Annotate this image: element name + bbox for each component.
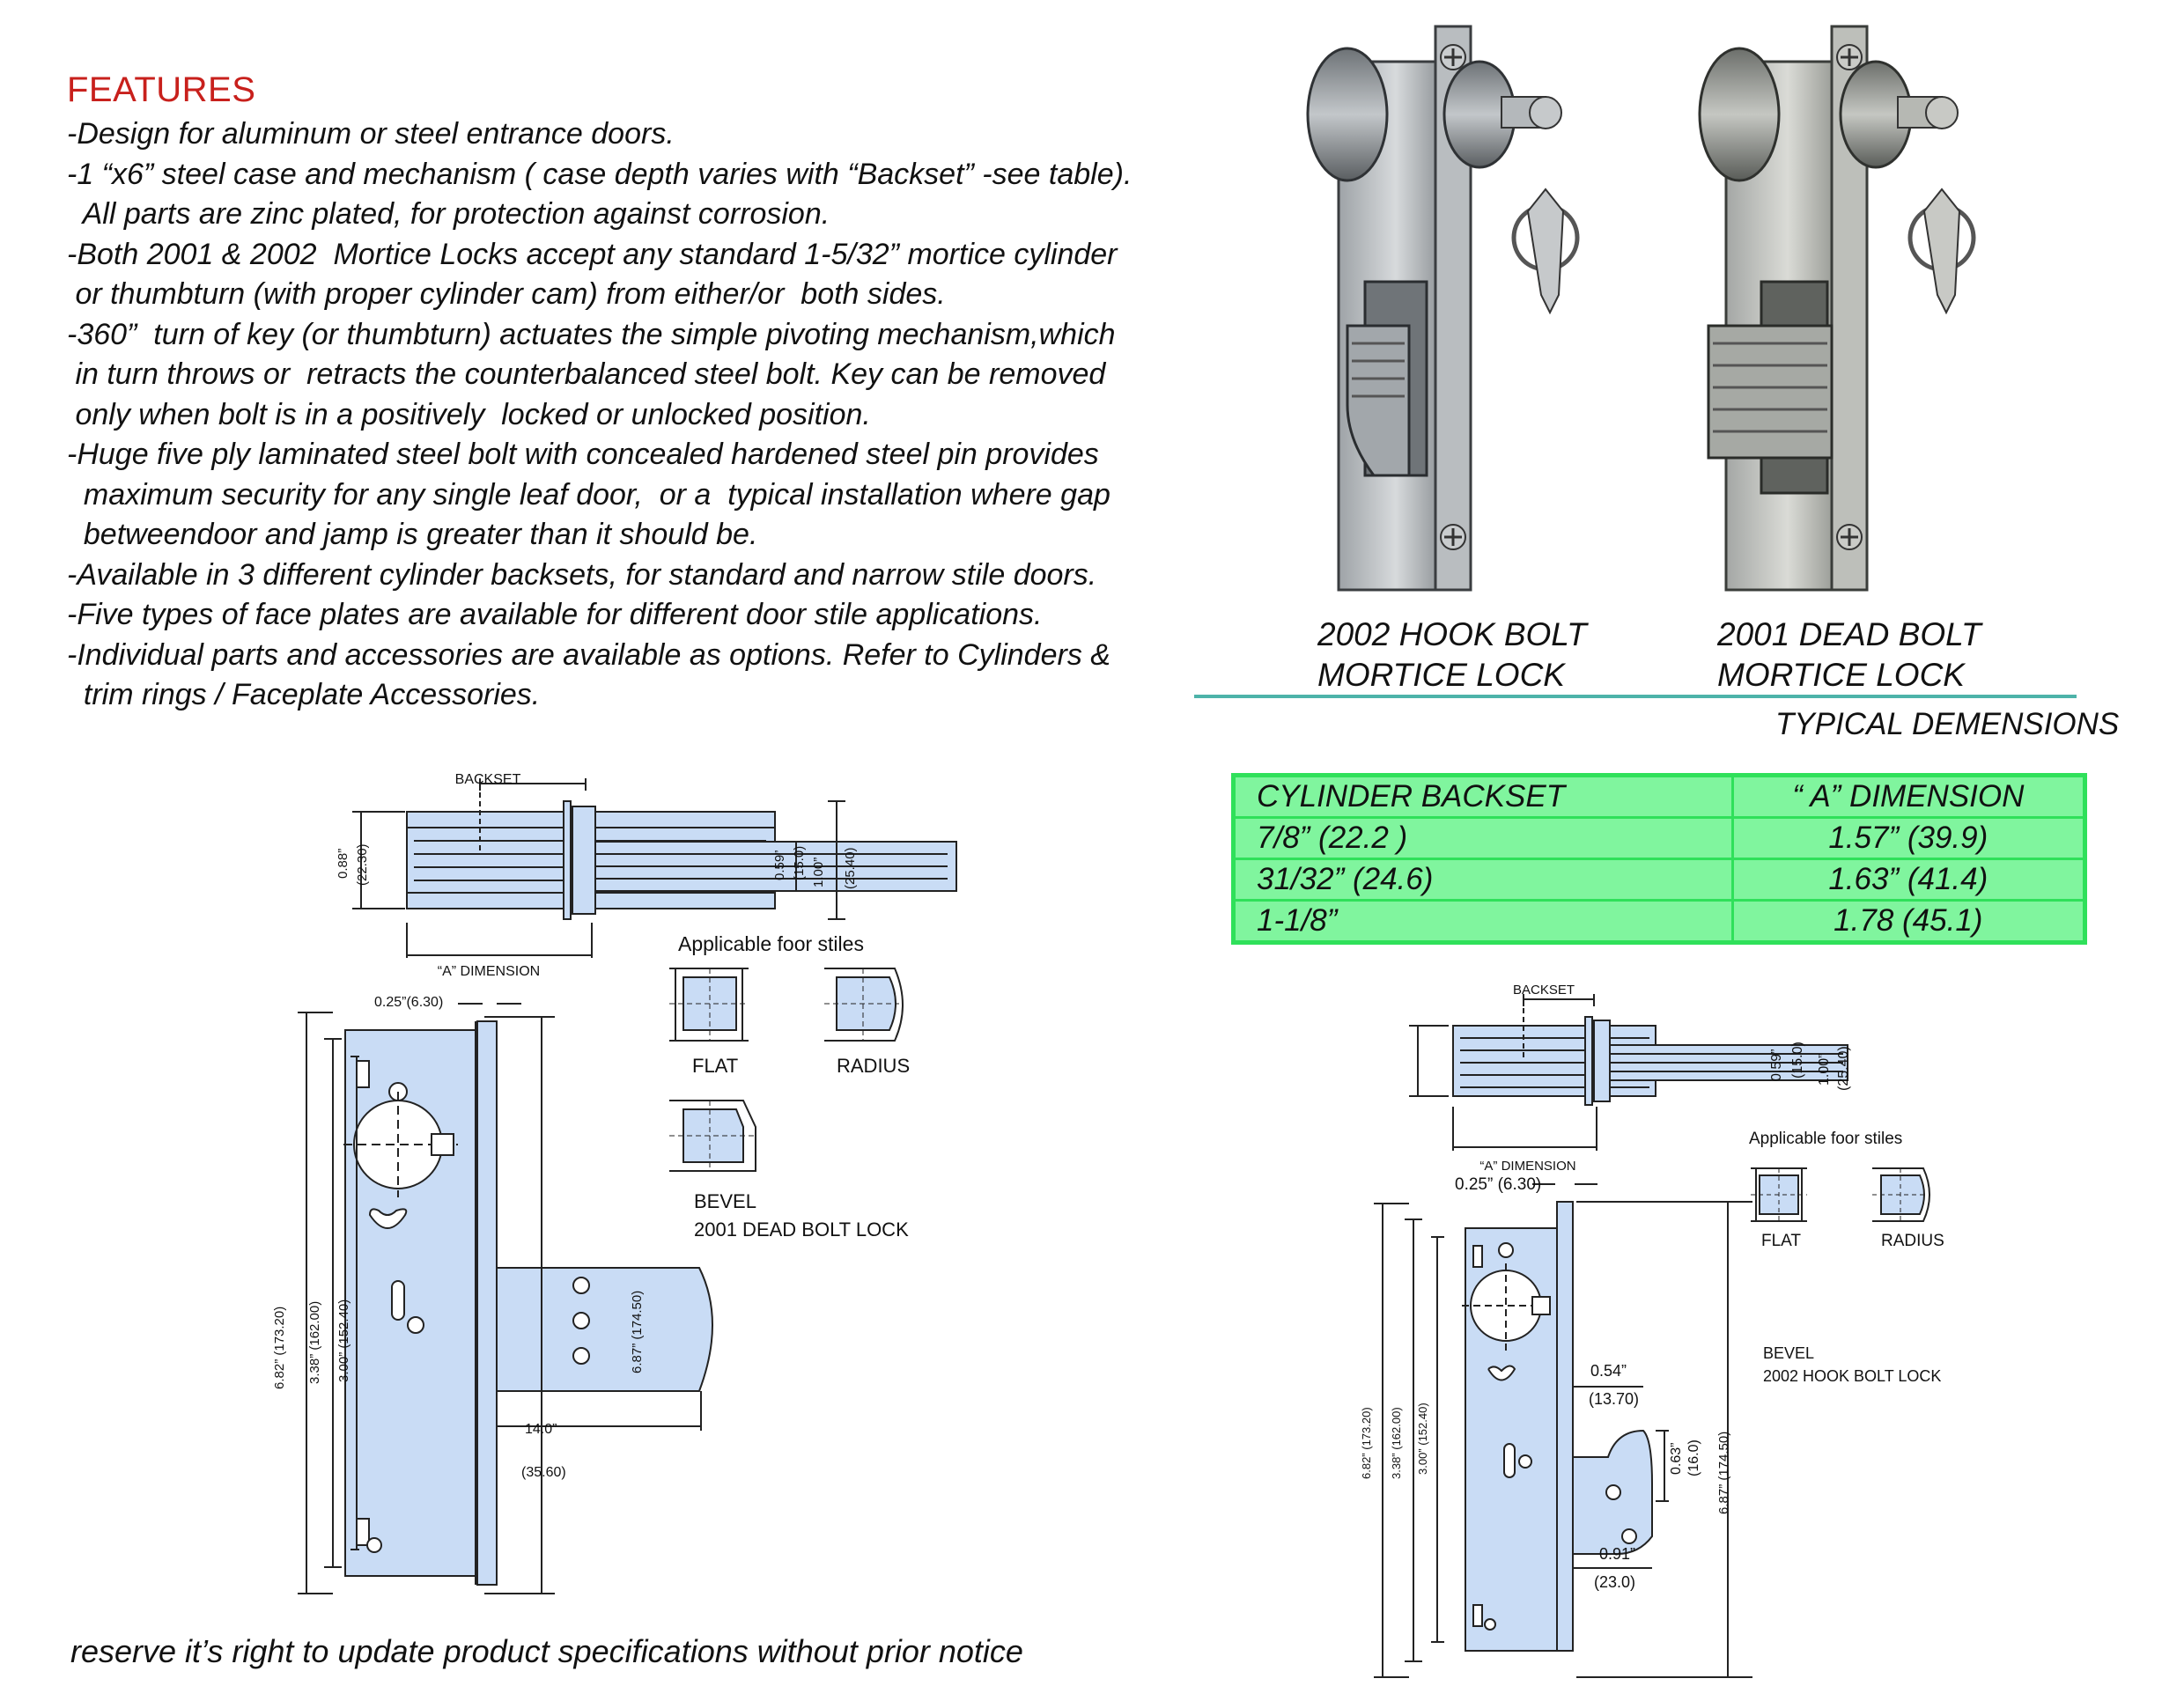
- stile-radius-label: RADIUS: [1881, 1232, 1944, 1250]
- dead-bolt-caption: 2001 DEAD BOLT MORTICE LOCK: [1717, 615, 1981, 696]
- table-cell: 7/8” (22.2 ): [1232, 816, 1734, 860]
- feature-line: -Both 2001 & 2002 Mortice Locks accept a…: [67, 237, 1118, 271]
- stile-flat-label: FLAT: [692, 1055, 738, 1077]
- dim-label: 3.38” (162.00): [1390, 1407, 1403, 1479]
- footer-disclaimer: reserve it’s right to update product spe…: [70, 1633, 1023, 1669]
- a-dimension-label: “A” DIMENSION: [1479, 1159, 1575, 1174]
- feature-line: -Available in 3 different cylinder backs…: [67, 557, 1097, 592]
- dim-label: 0.88”: [336, 849, 350, 879]
- feature-line: in turn throws or retracts the counterba…: [67, 357, 1106, 391]
- dim-label: 0.59”: [1769, 1049, 1784, 1081]
- table-cell: 1.57” (39.9): [1730, 816, 2087, 860]
- dim-label: 6.87” (174.50): [1716, 1432, 1731, 1514]
- table-row: 7/8” (22.2 ) 1.57” (39.9): [1232, 816, 2087, 860]
- feature-line: -Huge five ply laminated steel bolt with…: [67, 438, 1099, 471]
- dim-label: 0.25”(6.30): [374, 995, 443, 1010]
- backset-label: BACKSET: [455, 772, 521, 787]
- table-cell: 1.63” (41.4): [1730, 858, 2087, 902]
- section-divider: [1194, 695, 2077, 698]
- dim-label: 0.59”: [772, 850, 787, 880]
- dim-label: 0.63”: [1669, 1443, 1684, 1475]
- hook-bolt-caption: 2002 HOOK BOLT MORTICE LOCK: [1317, 615, 1587, 696]
- dim-label: (22.30): [355, 843, 370, 886]
- dim-label: 0.54”: [1590, 1362, 1627, 1380]
- dim-label: (13.70): [1589, 1390, 1639, 1408]
- features-list: -Design for aluminum or steel entrance d…: [67, 114, 1159, 716]
- stiles-title: Applicable foor stiles: [1749, 1130, 1902, 1148]
- dim-label: 6.87” (174.50): [630, 1291, 645, 1373]
- hook-bolt-technical-drawing: BACKSET “A” DIMENSION 0.59” (15.0) 1.00”…: [1360, 983, 1944, 1678]
- caption-line: MORTICE LOCK: [1717, 657, 1965, 693]
- dim-label: 14.0”: [525, 1422, 557, 1437]
- table-cell: 1.78 (45.1): [1730, 899, 2087, 944]
- caption-line: 2001 DEAD BOLT: [1717, 616, 1981, 652]
- features-title: FEATURES: [67, 70, 256, 109]
- stiles-title: Applicable foor stiles: [678, 932, 864, 955]
- dimensions-table: CYLINDER BACKSET “ A” DIMENSION 7/8” (22…: [1231, 773, 2087, 945]
- typical-dimensions-heading: TYPICAL DEMENSIONS: [1775, 707, 2120, 741]
- a-dimension-label: “A” DIMENSION: [438, 964, 540, 979]
- table-header-row: CYLINDER BACKSET “ A” DIMENSION: [1232, 774, 2087, 819]
- feature-line: -Individual parts and accessories are av…: [67, 637, 1110, 672]
- feature-line: -360” turn of key (or thumbturn) actuate…: [67, 317, 1116, 351]
- stile-bevel-label: BEVEL: [694, 1190, 756, 1212]
- dim-label: (16.0): [1686, 1439, 1701, 1476]
- lock-name-label: 2002 HOOK BOLT LOCK: [1763, 1367, 1941, 1385]
- feature-line: -Design for aluminum or steel entrance d…: [67, 117, 675, 151]
- dead-bolt-lock-photo: [1698, 25, 1976, 592]
- feature-line: -1 “x6” steel case and mechanism ( case …: [67, 157, 1133, 191]
- lock-name-label: 2001 DEAD BOLT LOCK: [694, 1218, 909, 1241]
- stile-flat-label: FLAT: [1761, 1232, 1801, 1250]
- dim-label: 6.82” (173.20): [272, 1307, 287, 1389]
- dead-bolt-technical-drawing: BACKSET “A” DIMENSION 0.88” (22.30) 0.59…: [272, 772, 957, 1594]
- dim-label: (25.40): [843, 847, 858, 889]
- feature-line: All parts are zinc plated, for protectio…: [67, 197, 830, 231]
- feature-line: maximum security for any single leaf doo…: [67, 477, 1110, 512]
- dim-label: 3.00” (152.40): [1416, 1403, 1429, 1475]
- table-row: 1-1/8” 1.78 (45.1): [1232, 899, 2087, 944]
- dim-label: (23.0): [1594, 1573, 1635, 1591]
- feature-line: trim rings / Faceplate Accessories.: [67, 678, 541, 711]
- header-cell: “ A” DIMENSION: [1730, 774, 2087, 819]
- feature-line: betweendoor and jamp is greater than it …: [67, 518, 758, 551]
- dim-label: (15.0): [1790, 1042, 1805, 1079]
- dim-label: 1.00”: [811, 858, 826, 887]
- feature-line: only when bolt is in a positively locked…: [67, 397, 871, 431]
- table-cell: 1-1/8”: [1232, 899, 1734, 944]
- dim-label: 3.00” (152.40): [336, 1299, 351, 1382]
- table-row: 31/32” (24.6) 1.63” (41.4): [1232, 858, 2087, 902]
- caption-line: MORTICE LOCK: [1317, 657, 1565, 693]
- dim-label: (15.0): [792, 846, 807, 880]
- header-cell: CYLINDER BACKSET: [1232, 774, 1734, 819]
- hook-bolt-lock-photo: [1306, 25, 1580, 592]
- dim-label: (35.60): [521, 1465, 566, 1480]
- dim-label: 6.82” (173.20): [1360, 1407, 1373, 1479]
- dim-label: 0.91”: [1599, 1545, 1635, 1563]
- stile-bevel-label: BEVEL: [1763, 1344, 1814, 1362]
- table-cell: 31/32” (24.6): [1232, 858, 1734, 902]
- feature-line: -Five types of face plates are available…: [67, 598, 1043, 631]
- caption-line: 2002 HOOK BOLT: [1317, 616, 1587, 652]
- stile-radius-label: RADIUS: [837, 1055, 910, 1077]
- dim-label: 3.38” (162.00): [307, 1301, 322, 1384]
- dim-label: 0.25” (6.30): [1455, 1175, 1541, 1194]
- dim-label: 1.00”: [1817, 1054, 1832, 1086]
- feature-line: or thumbturn (with proper cylinder cam) …: [67, 277, 946, 311]
- backset-label: BACKSET: [1513, 983, 1575, 998]
- dim-label: (25.40): [1836, 1046, 1851, 1091]
